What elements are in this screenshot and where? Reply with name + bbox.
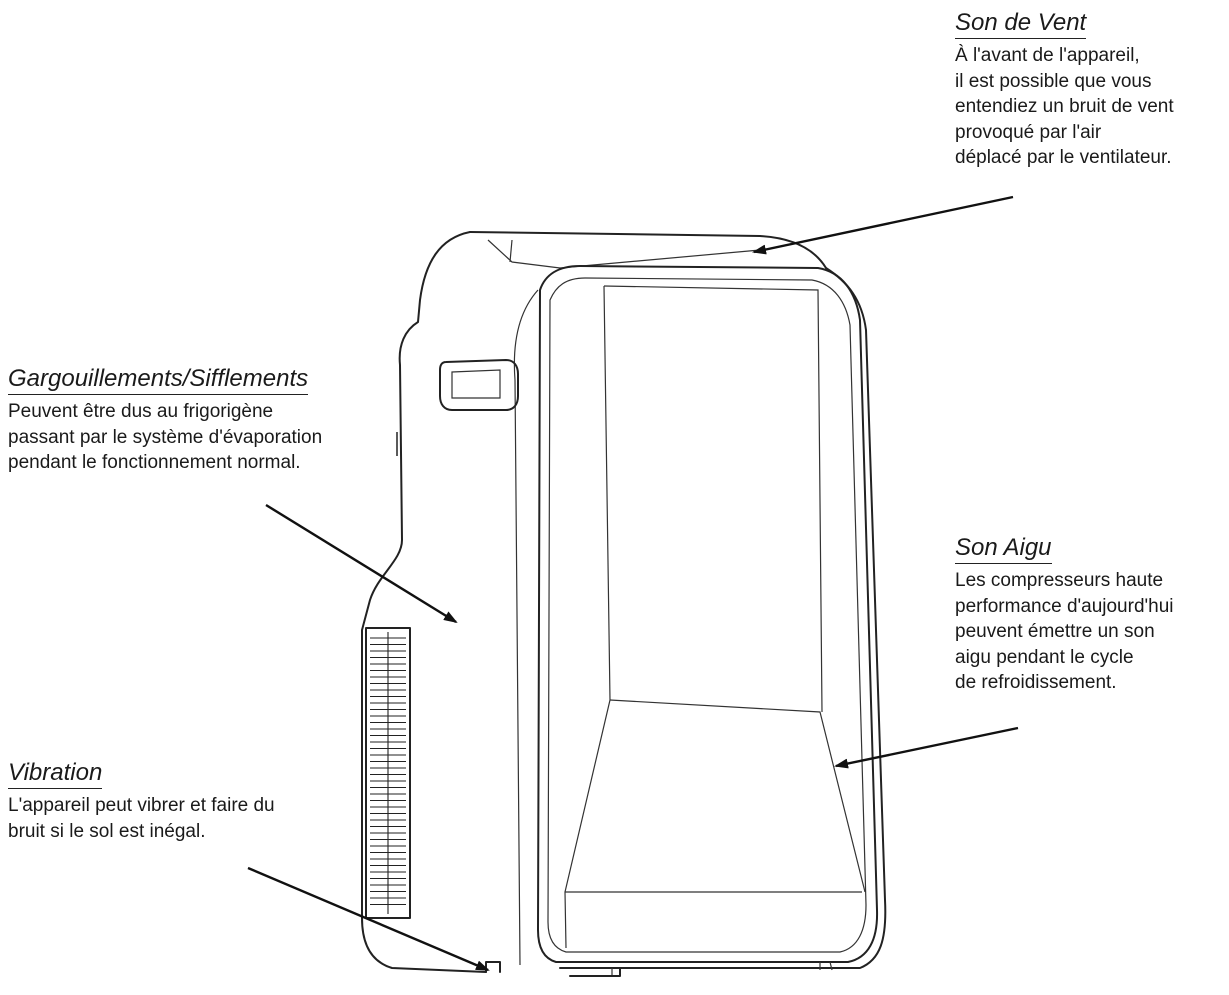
callout-text-line: il est possible que vous xyxy=(955,70,1152,92)
callout-text-line: bruit si le sol est inégal. xyxy=(8,820,206,842)
callout-text-line: performance d'aujourd'hui xyxy=(955,595,1174,617)
callout-gargouillements: Gargouillements/Sifflements Peuvent être… xyxy=(8,364,322,476)
arrow-vibration xyxy=(247,866,490,972)
unit-body xyxy=(361,231,887,977)
callout-text-line: déplacé par le ventilateur. xyxy=(955,147,1172,168)
callout-text-line: de refroidissement. xyxy=(955,672,1117,693)
callout-title: Vibration xyxy=(8,758,103,789)
callout-vibration: Vibration L'appareil peut vibrer et fair… xyxy=(8,758,275,844)
callout-text-line: Peuvent être dus au frigorigène xyxy=(8,401,274,422)
callout-title: Son Aigu xyxy=(955,533,1052,564)
callout-son-aigu: Son Aigu Les compresseurs haute performa… xyxy=(955,533,1174,696)
arrow-son-de-vent xyxy=(752,195,1014,255)
callout-title: Gargouillements/Sifflements xyxy=(8,364,309,395)
callout-text-line: provoqué par l'air xyxy=(955,121,1102,143)
callout-text-line: aigu pendant le cycle xyxy=(955,646,1134,668)
arrow-son-aigu xyxy=(834,726,1019,769)
side-grille xyxy=(365,627,411,919)
callout-text-line: passant par le système d'évaporation xyxy=(8,426,323,448)
arrow-gargouillements xyxy=(265,503,458,624)
callout-title: Son de Vent xyxy=(955,8,1087,39)
callout-son-de-vent: Son de Vent À l'avant de l'appareil, il … xyxy=(955,8,1174,171)
callout-text-line: peuvent émettre un son xyxy=(955,621,1155,642)
callout-text-line: À l'avant de l'appareil, xyxy=(955,45,1140,66)
callout-text-line: Les compresseurs haute xyxy=(955,570,1164,591)
callout-text-line: entendiez un bruit de vent xyxy=(955,96,1174,117)
callout-text-line: pendant le fonctionnement normal. xyxy=(8,452,301,473)
callout-text-line: L'appareil peut vibrer et faire du xyxy=(8,795,275,816)
